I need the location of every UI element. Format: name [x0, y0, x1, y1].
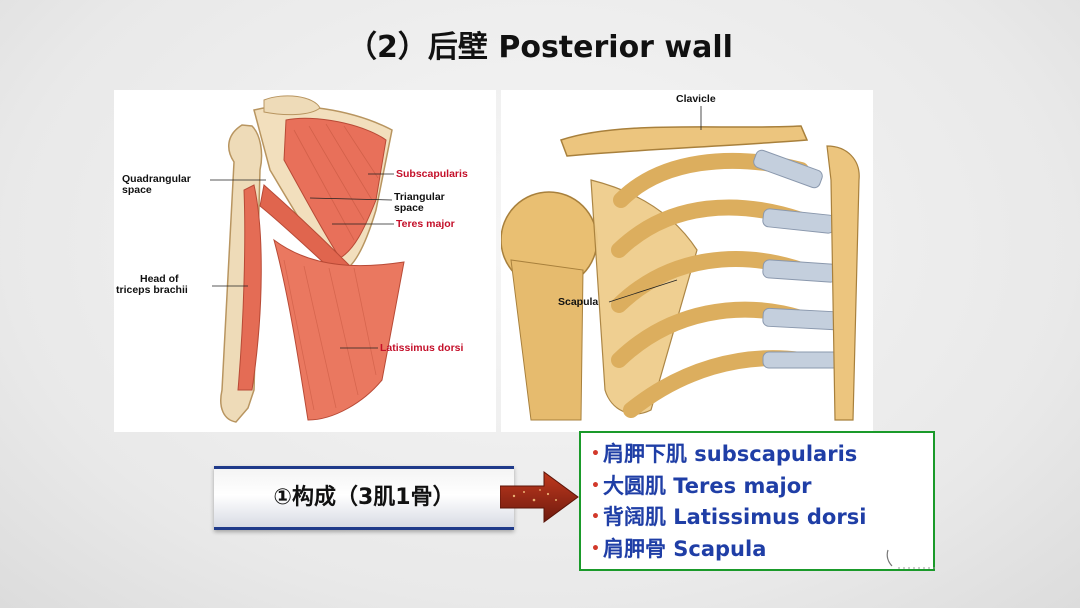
acromion: [263, 95, 321, 116]
arrow-right-icon: [500, 471, 579, 523]
subscapularis-muscle: [283, 117, 387, 259]
label-clavicle: Clavicle: [676, 93, 716, 105]
composition-banner: ①构成（3肌1骨）: [214, 466, 514, 530]
list-item-subscapularis: •肩胛下肌 subscapularis: [591, 439, 933, 471]
list-item-scapula: •肩胛骨 Scapula: [591, 534, 933, 566]
label-latissimus-dorsi: Latissimus dorsi: [380, 342, 464, 354]
item-cn: 肩胛骨: [602, 536, 666, 561]
label-quadrangular-line2: space: [122, 184, 152, 196]
clavicle-bone: [560, 125, 809, 157]
label-quadrangular-space: Quadrangular space: [122, 174, 191, 196]
label-teres-major: Teres major: [396, 218, 455, 230]
thorax-skeleton-figure: Clavicle Scapula: [501, 90, 873, 432]
label-scapula: Scapula: [558, 296, 599, 308]
bullet-icon: •: [591, 540, 600, 557]
composition-list: •肩胛下肌 subscapularis •大圆肌 Teres major •背阔…: [579, 431, 935, 571]
label-head-of-triceps: Head of triceps brachii: [116, 274, 188, 296]
label-subscapularis: Subscapularis: [396, 168, 468, 180]
latissimus-dorsi-muscle: [273, 238, 405, 421]
cursor-mark-icon: [886, 549, 936, 569]
label-triceps-line1: Head of: [140, 273, 179, 285]
item-cn: 肩胛下肌: [602, 442, 687, 466]
label-quadrangular-line1: Quadrangular: [122, 173, 191, 185]
skeleton-illustration: [501, 106, 860, 421]
sternum: [826, 145, 860, 421]
bullet-icon: •: [591, 477, 600, 494]
triceps-long-head: [237, 184, 262, 391]
posterior-shoulder-muscles-figure: Quadrangular space Subscapularis Triangu…: [114, 90, 496, 432]
slide-title: （2）后壁 Posterior wall: [347, 30, 733, 65]
item-cn: 背阔肌: [602, 505, 666, 529]
list-item-teres-major: •大圆肌 Teres major: [591, 471, 933, 503]
label-triangular-space: Triangular space: [394, 192, 445, 214]
label-triceps-line2: triceps brachii: [116, 284, 188, 296]
item-en: Teres major: [673, 473, 812, 498]
item-en: Latissimus dorsi: [673, 505, 867, 529]
humerus-shaft: [510, 259, 584, 421]
item-en: Scapula: [673, 536, 767, 561]
item-en: subscapularis: [694, 442, 858, 466]
bullet-icon: •: [591, 446, 600, 462]
label-triangular-line2: space: [394, 202, 424, 214]
banner-text: ①构成（3肌1骨）: [273, 485, 455, 510]
muscle-illustration: [210, 95, 405, 423]
item-cn: 大圆肌: [602, 473, 666, 498]
bullet-icon: •: [591, 509, 600, 525]
label-triangular-line1: Triangular: [394, 191, 445, 203]
list-item-latissimus-dorsi: •背阔肌 Latissimus dorsi: [591, 502, 933, 534]
